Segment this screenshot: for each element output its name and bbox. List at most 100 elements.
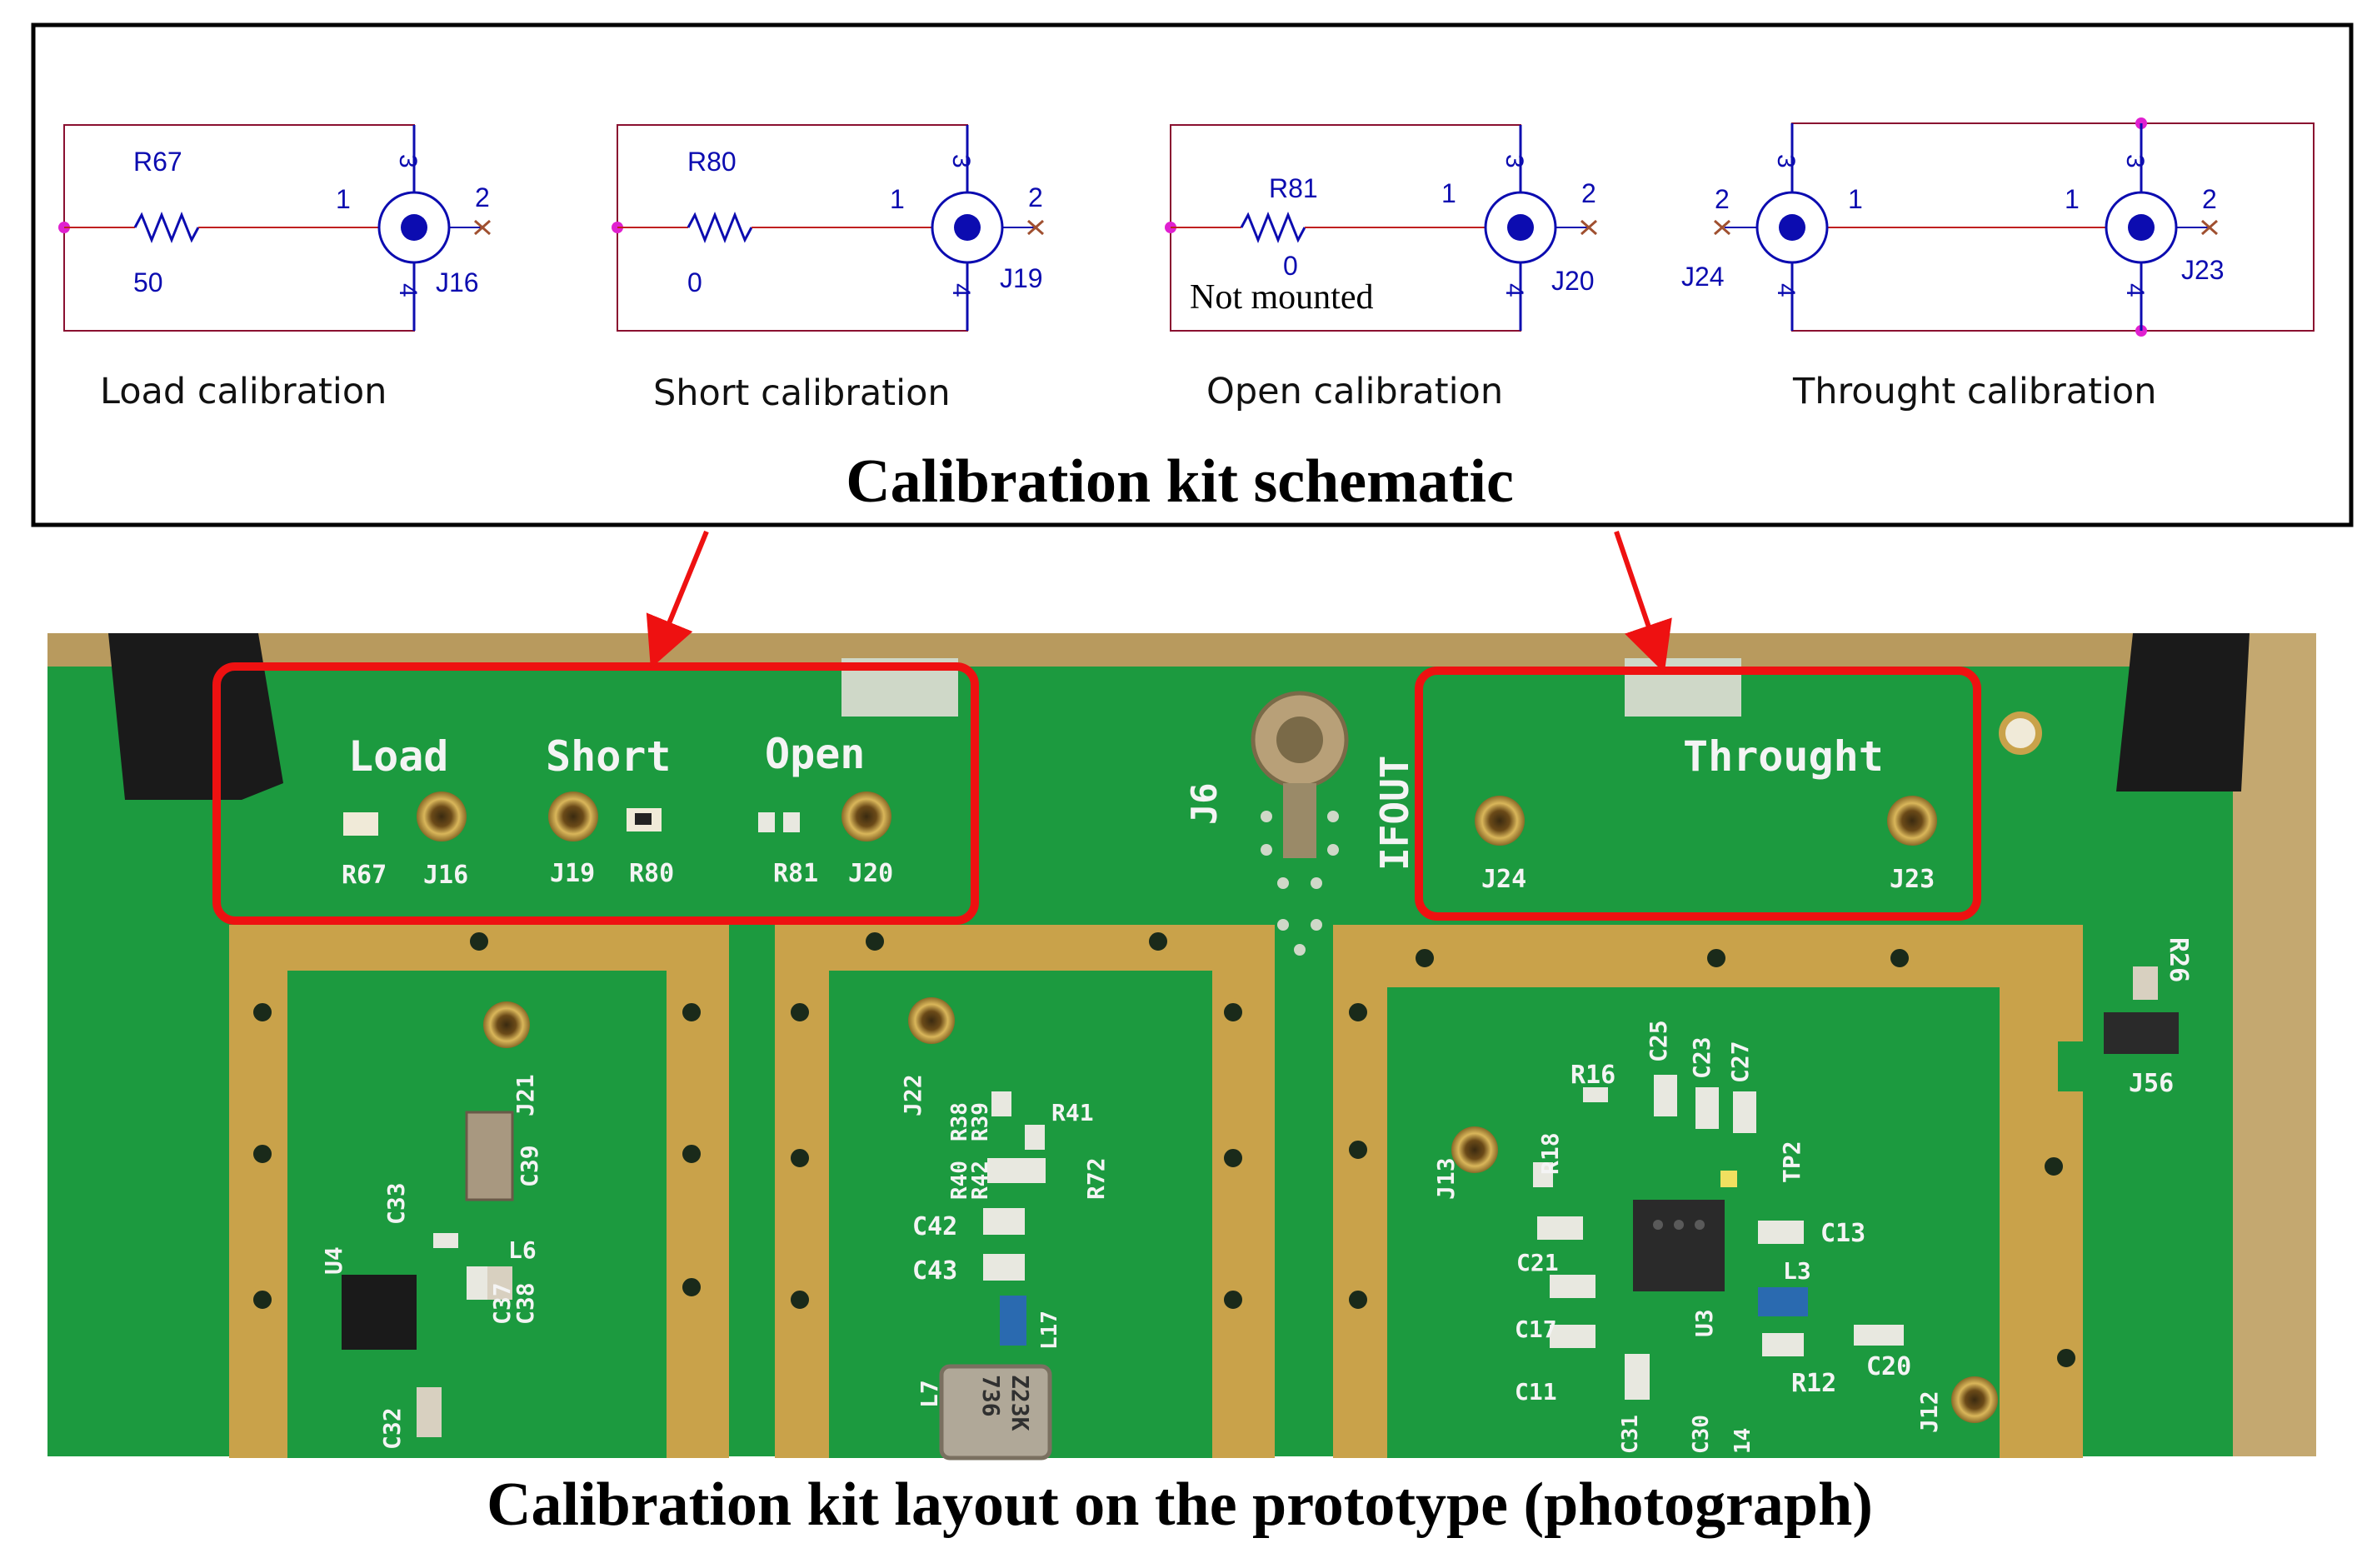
load-nc-mark xyxy=(474,219,491,236)
connector-j12 xyxy=(1951,1376,1998,1423)
through-right-connector-center xyxy=(2128,214,2155,241)
short-calibration-schematic: R80 0 1 2 3 4 J19 Short calibration xyxy=(612,124,1044,414)
silk-load: Load xyxy=(348,732,448,781)
silk-j56: J56 xyxy=(2129,1069,2174,1098)
through-left-pin2: 2 xyxy=(1715,184,1730,214)
short-resistor-ref: R80 xyxy=(687,147,737,177)
silk-j21: J21 xyxy=(512,1074,539,1116)
open-connector-ref: J20 xyxy=(1551,266,1595,296)
short-pin2: 2 xyxy=(1028,182,1043,212)
silk-u3: U3 xyxy=(1690,1309,1718,1337)
silk-c31: C31 xyxy=(1618,1415,1643,1454)
silk-short: Short xyxy=(546,732,672,781)
inductor-l17 xyxy=(1000,1296,1026,1346)
pcb-photograph: Load Short Open Throught R67 J16 J19 R80… xyxy=(47,633,2316,1461)
connector-j24 xyxy=(1475,796,1525,846)
silk-c33: C33 xyxy=(382,1182,410,1225)
silk-c20: C20 xyxy=(1866,1352,1911,1381)
short-nc-mark xyxy=(1027,219,1044,236)
schematic-frame xyxy=(31,22,2354,527)
short-pin1: 1 xyxy=(890,184,905,214)
schematic-panel: R67 50 1 2 3 4 J16 Load calibration R80 … xyxy=(31,22,2354,527)
load-pin3: 3 xyxy=(394,154,422,168)
highlight-box-load-short-open xyxy=(212,662,979,925)
open-not-mounted-note: Not mounted xyxy=(1190,278,1373,317)
open-resistor-value: 0 xyxy=(1283,251,1298,281)
silk-c25: C25 xyxy=(1645,1020,1672,1062)
silk-c38: C38 xyxy=(512,1282,539,1325)
silk-r18: R18 xyxy=(1536,1132,1564,1175)
silk-l6: L6 xyxy=(508,1236,537,1264)
silk-r38: R38 xyxy=(947,1102,972,1141)
connector-j13 xyxy=(1451,1126,1498,1173)
silk-j24: J24 xyxy=(1481,865,1526,894)
vias xyxy=(248,927,2080,1372)
silk-r16: R16 xyxy=(1571,1061,1615,1090)
connector-j21 xyxy=(483,1001,530,1048)
silk-j16: J16 xyxy=(423,861,468,890)
crystal xyxy=(939,1364,1052,1461)
open-caption: Open calibration xyxy=(1206,371,1503,412)
header-j56 xyxy=(2104,1012,2179,1054)
open-resistor-ref: R81 xyxy=(1269,173,1318,203)
through-right-ref: J23 xyxy=(2181,255,2225,285)
open-calibration-schematic: R81 0 Not mounted 1 2 3 4 J20 Open calib… xyxy=(1165,124,1597,412)
silk-u4: U4 xyxy=(320,1246,347,1275)
connector-j20 xyxy=(841,791,891,841)
silk-c42: C42 xyxy=(912,1212,957,1241)
load-calibration-schematic: R67 50 1 2 3 4 J16 Load calibration xyxy=(58,124,491,412)
short-resistor-value: 0 xyxy=(687,267,702,297)
open-pin3: 3 xyxy=(1501,154,1528,168)
silk-open: Open xyxy=(765,730,865,778)
silk-c27: C27 xyxy=(1726,1041,1754,1083)
calib-connectors xyxy=(343,791,1937,846)
load-resistor-value: 50 xyxy=(133,267,163,297)
silk-r80: R80 xyxy=(629,859,674,888)
connector-j23 xyxy=(1887,796,1937,846)
silk-l17: L17 xyxy=(1037,1311,1062,1350)
open-nc-mark xyxy=(1581,219,1597,236)
silk-r40: R40 xyxy=(947,1161,972,1200)
smd-components xyxy=(342,966,2179,1461)
silk-c39: C39 xyxy=(516,1145,543,1187)
silk-j20: J20 xyxy=(848,859,893,888)
through-left-ref: J24 xyxy=(1681,262,1725,292)
silk-c14: 14 xyxy=(1730,1428,1755,1454)
highlight-box-through xyxy=(1415,667,1981,921)
connector-j19 xyxy=(548,791,598,841)
load-connector-ref: J16 xyxy=(436,267,479,297)
photo-caption: Calibration kit layout on the prototype … xyxy=(487,1471,1873,1539)
through-left-connector-center xyxy=(1779,214,1805,241)
through-right-nc-mark xyxy=(2201,219,2218,236)
load-pin2: 2 xyxy=(475,182,490,212)
through-left-pin3: 3 xyxy=(1772,154,1800,168)
short-connector-center xyxy=(954,214,981,241)
silk-r67: R67 xyxy=(342,861,387,890)
silk-through: Throught xyxy=(1683,732,1884,781)
silk-c43: C43 xyxy=(912,1256,957,1286)
silk-j23: J23 xyxy=(1890,865,1935,894)
silk-c32: C32 xyxy=(378,1407,406,1450)
silk-r81: R81 xyxy=(773,859,818,888)
connector-j16 xyxy=(417,791,467,841)
through-right-pin2: 2 xyxy=(2202,184,2217,214)
load-connector-center xyxy=(401,214,427,241)
silk-r41: R41 xyxy=(1051,1099,1094,1126)
crystal-marking-1: 736 xyxy=(977,1375,1005,1417)
crystal-marking-2: Z23K xyxy=(1006,1375,1034,1431)
load-pin1: 1 xyxy=(336,184,351,214)
silk-c37: C37 xyxy=(488,1282,516,1325)
standoff-left xyxy=(108,633,283,800)
arrow-left xyxy=(646,530,709,669)
standoff-right xyxy=(2116,633,2250,791)
mounting-hole xyxy=(1999,712,2042,755)
through-calibration-schematic: 2 1 3 4 J24 1 2 3 4 J23 Throught calibra… xyxy=(1681,117,2315,412)
silk-j12: J12 xyxy=(1915,1391,1943,1433)
silk-ifout: IFOUT xyxy=(1372,756,1417,871)
open-resistor xyxy=(1240,211,1306,244)
pcb-board-edge-right xyxy=(2233,633,2316,1456)
resistor-r67 xyxy=(343,812,378,836)
shield-inner-1 xyxy=(287,971,667,1458)
short-pin3: 3 xyxy=(947,154,975,168)
silk-c21: C21 xyxy=(1516,1249,1559,1276)
